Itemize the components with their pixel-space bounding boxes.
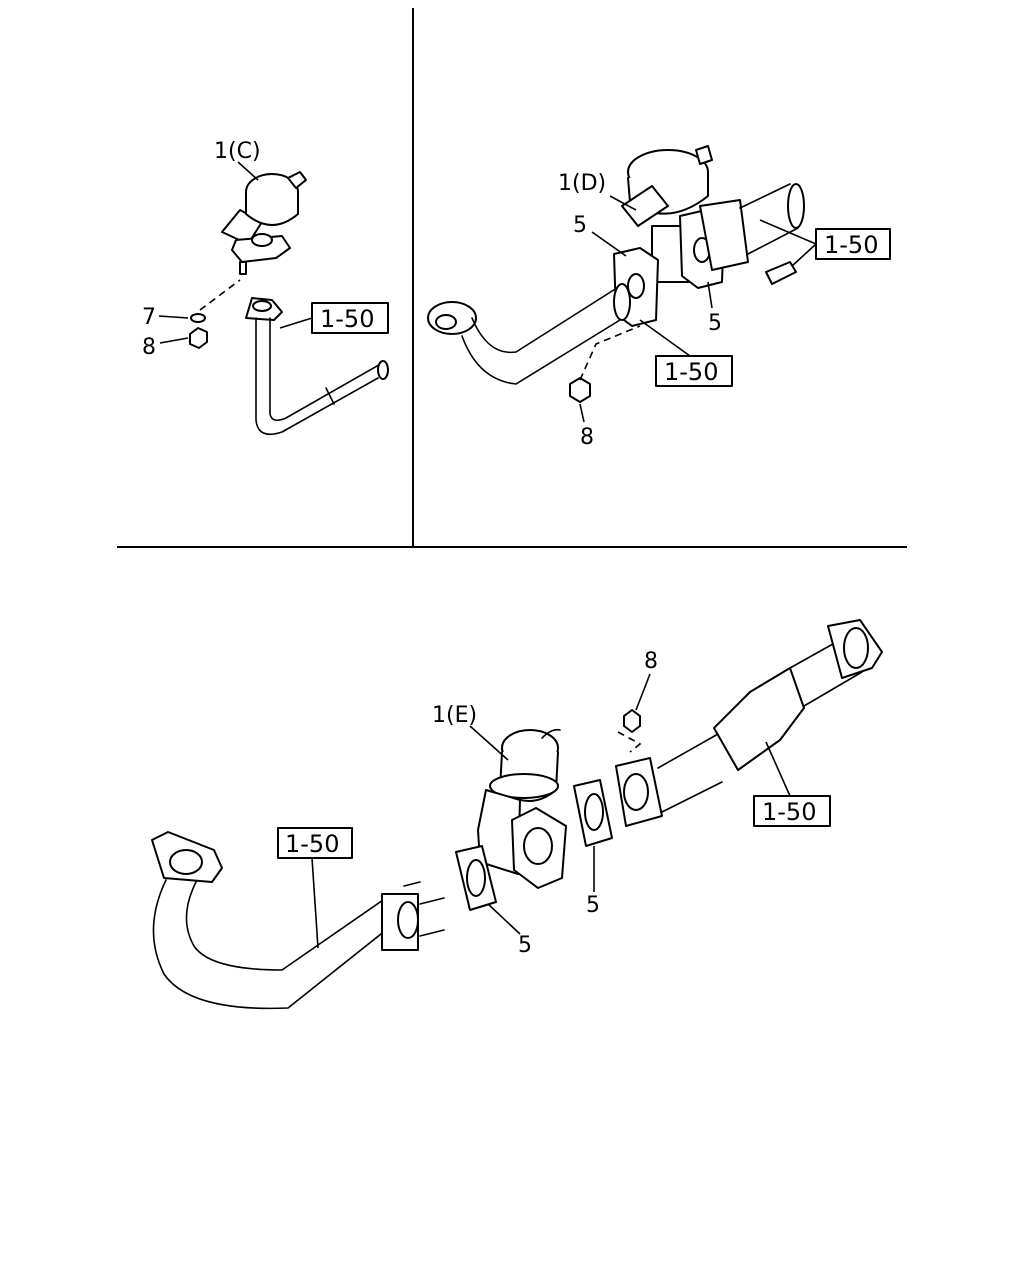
panel-top-left: 1(C) 7 8 1-50 [142,139,389,436]
label-5-left: 5 [573,213,587,238]
ref-box-bottom-b [753,795,831,827]
nut-8 [189,327,208,349]
label-5-bottom-right: 5 [586,893,600,918]
label-1d: 1(D) [558,171,606,196]
label-5-bottom-left: 5 [518,933,532,958]
nut-8-bottom [623,709,641,733]
panel-bottom: 1(E) 8 5 5 1-50 1-50 [151,619,883,1010]
pipe-1-50-drawing-bottom-right [615,619,883,827]
label-8: 8 [142,335,156,360]
pipe-1-50-drawing-tr [427,283,631,385]
ref-box-tr-b [655,355,733,387]
pipe-1-50-drawing-bottom-left [151,831,445,1010]
label-7: 7 [142,305,156,330]
ref-1-50-tr-a: 1-50 [824,231,878,259]
ref-box-tl [311,302,389,334]
label-1e: 1(E) [432,703,477,728]
valve-1e-drawing [477,728,567,889]
label-8-bottom: 8 [644,649,658,674]
label-5-right: 5 [708,311,722,336]
ref-1-50-tr-b: 1-50 [664,358,718,386]
nut-8-tr [569,377,591,403]
bolt [765,261,797,285]
label-8-tr: 8 [580,425,594,450]
label-1c: 1(C) [214,139,261,164]
ref-1-50-bottom-a: 1-50 [285,830,339,858]
ref-1-50-bottom-b: 1-50 [762,798,816,826]
pipe-1-50-drawing-tl [245,297,389,436]
washer-7 [190,313,206,323]
ref-box-bottom-a [277,827,353,859]
valve-1c-drawing [221,171,307,275]
panel-top-right: 1(D) 5 5 8 1-50 1-50 [427,145,891,450]
ref-1-50-tl: 1-50 [320,305,374,333]
